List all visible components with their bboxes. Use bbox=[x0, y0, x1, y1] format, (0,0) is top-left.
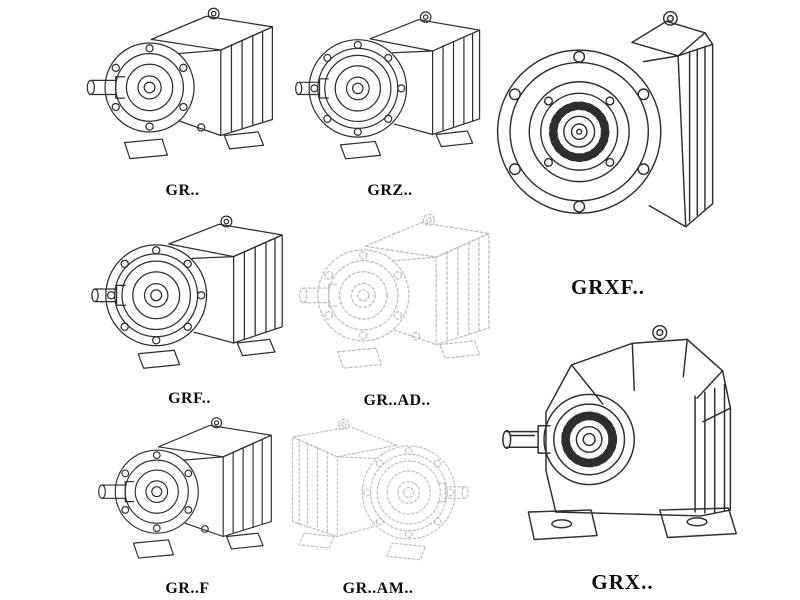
model-label-gr-ad: GR..AD.. bbox=[363, 392, 431, 409]
gearbox-drawing-gr-f bbox=[80, 412, 295, 578]
panel-grxf: GRXF.. bbox=[488, 0, 728, 300]
model-label-grf: GRF.. bbox=[168, 390, 211, 407]
panel-gr-ad: GR..AD.. bbox=[292, 208, 502, 410]
gearbox-drawing-grx bbox=[495, 305, 750, 568]
model-label-grz: GRZ.. bbox=[367, 182, 413, 199]
model-label-gr: GR.. bbox=[165, 182, 200, 199]
panel-gr-am: GR..AM.. bbox=[278, 412, 478, 598]
model-label-gr-am: GR..AM.. bbox=[342, 580, 414, 597]
gearbox-drawing-gr bbox=[75, 2, 290, 180]
model-label-grxf: GRXF.. bbox=[570, 275, 646, 299]
panel-gr: GR.. bbox=[75, 2, 290, 200]
gearbox-drawing-grz bbox=[290, 2, 490, 180]
gearbox-drawing-gr-ad bbox=[292, 208, 502, 390]
gearbox-drawing-grxf bbox=[488, 0, 728, 273]
panel-grx: GRX.. bbox=[495, 305, 750, 595]
gearbox-drawing-gr-am bbox=[278, 412, 478, 578]
model-label-gr-f: GR..F bbox=[165, 580, 210, 597]
panel-grf: GRF.. bbox=[82, 208, 297, 408]
panel-gr-f: GR..F bbox=[80, 412, 295, 598]
model-label-grx: GRX.. bbox=[591, 570, 654, 594]
panel-grz: GRZ.. bbox=[290, 2, 490, 200]
gearbox-drawing-grf bbox=[82, 208, 297, 388]
